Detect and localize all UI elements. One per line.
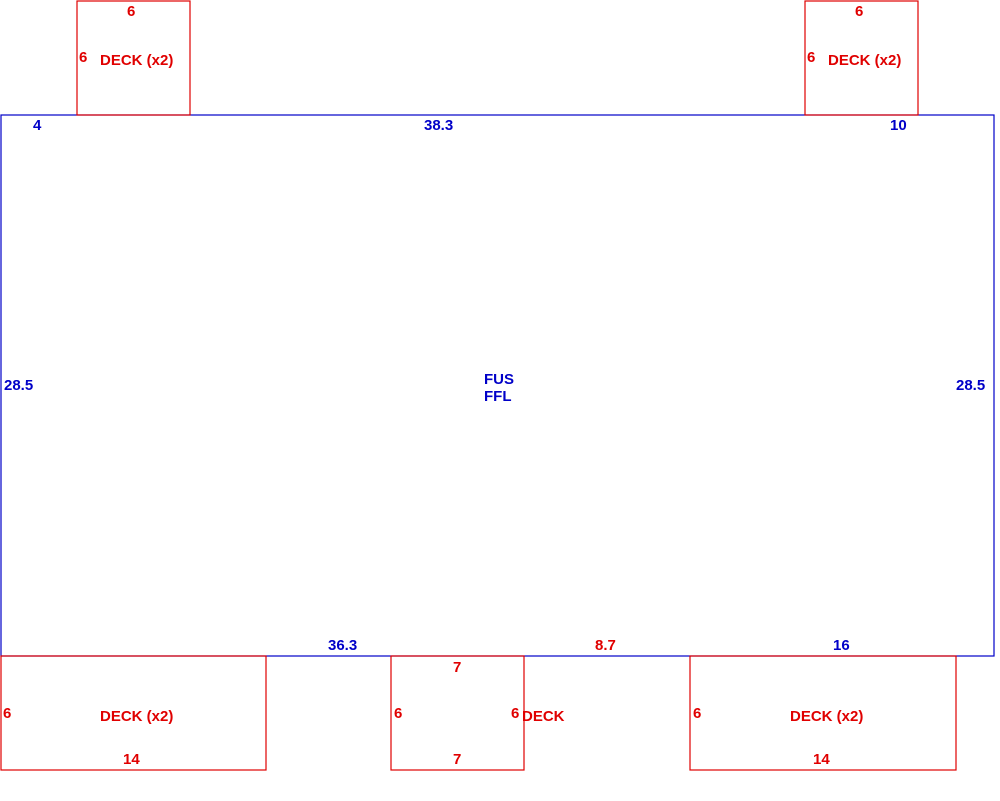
deck-bottom-right-bottom-dim: 14 xyxy=(813,751,830,768)
main-room-bottom-middle: 8.7 xyxy=(595,637,616,654)
deck-bottom-middle-bottom-dim: 7 xyxy=(453,751,461,768)
main-room-bottom-left: 36.3 xyxy=(328,637,357,654)
deck-bottom-right-label: DECK (x2) xyxy=(790,708,863,725)
main-room-right-side: 28.5 xyxy=(956,377,985,394)
deck-bottom-left-outline xyxy=(0,655,267,771)
deck-top-right-side-dim: 6 xyxy=(807,49,815,66)
deck-bottom-left-side-dim: 6 xyxy=(3,705,11,722)
deck-bottom-right-side-dim: 6 xyxy=(693,705,701,722)
deck-top-left-top-dim: 6 xyxy=(127,3,135,20)
deck-top-right-outline xyxy=(804,0,919,116)
deck-bottom-left-bottom-dim: 14 xyxy=(123,751,140,768)
main-room-label-line2: FFL xyxy=(484,388,512,405)
deck-bottom-middle-left-dim: 6 xyxy=(394,705,402,722)
deck-bottom-left-label: DECK (x2) xyxy=(100,708,173,725)
deck-top-left-outline xyxy=(76,0,191,116)
main-room-top-left-segment: 4 xyxy=(33,117,42,134)
deck-bottom-middle-top-dim: 7 xyxy=(453,659,461,676)
deck-top-right-top-dim: 6 xyxy=(855,3,863,20)
main-room-top-right-segment: 10 xyxy=(890,117,907,134)
main-room-top-length: 38.3 xyxy=(424,117,453,134)
main-room-bottom-right: 16 xyxy=(833,637,850,654)
deck-bottom-middle-label: DECK xyxy=(522,708,565,725)
deck-top-left-label: DECK (x2) xyxy=(100,52,173,69)
deck-bottom-right-outline xyxy=(689,655,957,771)
main-room-label-line1: FUS xyxy=(484,371,514,388)
main-room-left-side: 28.5 xyxy=(4,377,33,394)
deck-bottom-middle-right-dim: 6 xyxy=(511,705,519,722)
deck-top-right-label: DECK (x2) xyxy=(828,52,901,69)
deck-top-left-side-dim: 6 xyxy=(79,49,87,66)
deck-bottom-middle-outline xyxy=(390,655,525,771)
